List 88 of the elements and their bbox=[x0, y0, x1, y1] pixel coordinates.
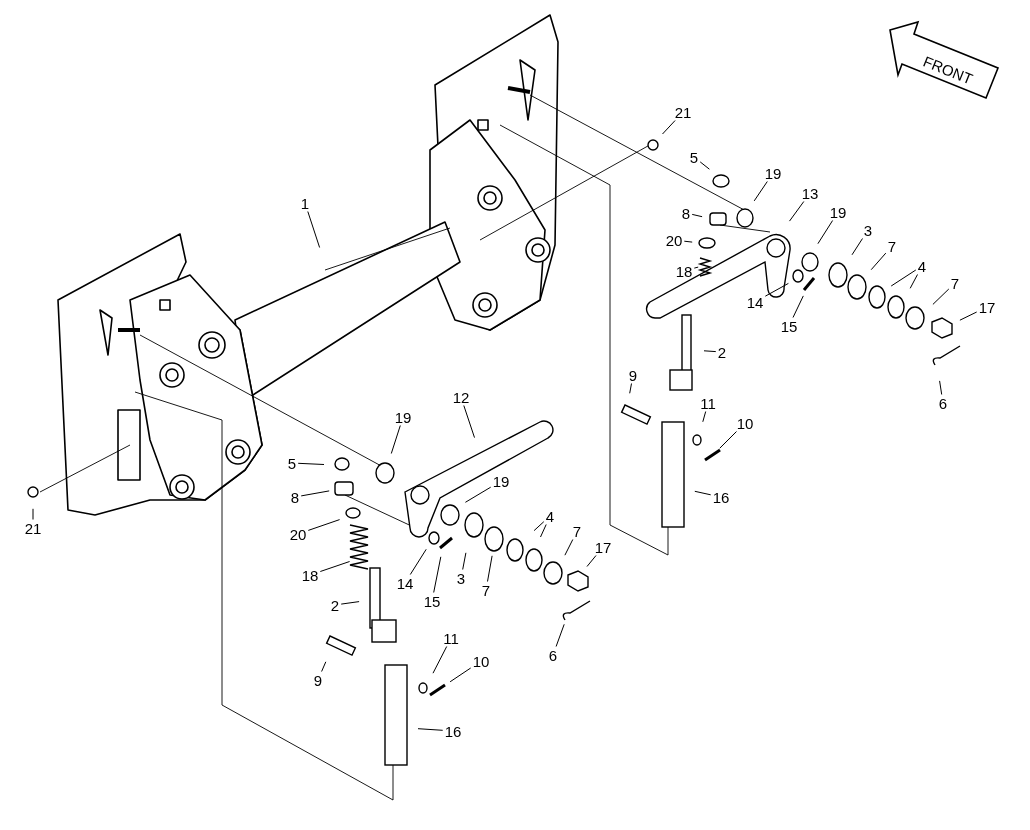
callout-number: 20 bbox=[289, 526, 307, 542]
leader-line bbox=[662, 120, 676, 135]
leader-line bbox=[870, 252, 887, 271]
leader-line bbox=[321, 661, 327, 672]
callout-number: 18 bbox=[675, 263, 693, 279]
leader-line bbox=[719, 431, 737, 449]
leader-line bbox=[307, 519, 341, 531]
leader-line bbox=[683, 240, 693, 243]
leader-line bbox=[463, 405, 475, 439]
leader-line bbox=[703, 350, 717, 353]
callout-number: 13 bbox=[801, 185, 819, 201]
leader-line bbox=[555, 623, 565, 647]
leader-line bbox=[297, 462, 325, 465]
callout-number: 4 bbox=[917, 258, 927, 274]
leader-line bbox=[909, 274, 918, 289]
leader-line bbox=[693, 266, 699, 269]
leader-line bbox=[890, 269, 917, 287]
callout-number: 9 bbox=[628, 367, 638, 383]
callout-number: 11 bbox=[700, 395, 716, 411]
leader-line bbox=[540, 524, 547, 538]
leader-line bbox=[417, 728, 444, 731]
callout-number: 21 bbox=[24, 520, 42, 536]
leader-line bbox=[462, 552, 467, 570]
callout-number: 16 bbox=[444, 723, 462, 739]
callout-number: 15 bbox=[423, 593, 441, 609]
callout-number: 3 bbox=[456, 570, 466, 586]
callout-number: 9 bbox=[313, 672, 323, 688]
callout-number: 11 bbox=[443, 630, 459, 646]
callout-number: 21 bbox=[674, 104, 692, 120]
callout-number: 5 bbox=[287, 455, 297, 471]
leader-line bbox=[487, 555, 493, 582]
callout-number: 7 bbox=[887, 238, 897, 254]
leader-line bbox=[464, 486, 492, 503]
leader-line bbox=[307, 211, 321, 248]
callout-number: 5 bbox=[689, 149, 699, 165]
leader-line bbox=[449, 667, 472, 683]
callout-number: 6 bbox=[938, 395, 948, 411]
leader-line bbox=[694, 490, 712, 496]
leader-line bbox=[764, 282, 789, 297]
leader-line bbox=[851, 238, 863, 256]
leader-line bbox=[533, 521, 545, 532]
leader-line bbox=[932, 288, 950, 305]
leader-line bbox=[390, 425, 401, 454]
callout-number: 2 bbox=[717, 344, 727, 360]
leader-line bbox=[753, 181, 768, 202]
leader-line bbox=[564, 539, 574, 556]
callout-number: 19 bbox=[764, 165, 782, 181]
callout-number: 7 bbox=[481, 582, 491, 598]
leader-line bbox=[340, 601, 360, 605]
callout-number: 2 bbox=[330, 597, 340, 613]
leader-line bbox=[699, 161, 710, 170]
leader-line bbox=[792, 295, 804, 318]
leader-line bbox=[300, 490, 330, 497]
leader-line bbox=[789, 201, 805, 222]
callout-number: 19 bbox=[829, 204, 847, 220]
callout-number: 20 bbox=[665, 232, 683, 248]
leader-line bbox=[691, 213, 703, 218]
callout-number: 12 bbox=[452, 389, 470, 405]
leader-line bbox=[817, 220, 834, 245]
callout-number: 17 bbox=[594, 539, 612, 555]
leader-line bbox=[702, 411, 707, 423]
leader-line bbox=[939, 380, 943, 395]
leader-line bbox=[629, 383, 632, 394]
callout-number: 8 bbox=[681, 205, 691, 221]
leader-line bbox=[319, 561, 351, 572]
leader-line bbox=[586, 555, 597, 567]
callout-number: 19 bbox=[492, 473, 510, 489]
callout-number: 6 bbox=[548, 647, 558, 663]
leader-line bbox=[32, 508, 34, 520]
leader-line bbox=[433, 556, 442, 593]
callout-number: 1 bbox=[300, 195, 310, 211]
leader-line bbox=[432, 646, 448, 674]
callout-number: 7 bbox=[950, 275, 960, 291]
callout-number: 16 bbox=[712, 489, 730, 505]
callout-number: 8 bbox=[290, 489, 300, 505]
callout-number: 7 bbox=[572, 523, 582, 539]
callout-number: 18 bbox=[301, 567, 319, 583]
callout-number: 3 bbox=[863, 222, 873, 238]
callout-number: 4 bbox=[545, 508, 555, 524]
leader-line bbox=[959, 311, 978, 321]
callout-number: 14 bbox=[746, 294, 764, 310]
callout-number: 14 bbox=[396, 575, 414, 591]
callout-number: 10 bbox=[736, 415, 754, 431]
callout-number: 10 bbox=[472, 653, 490, 669]
callout-number: 19 bbox=[394, 409, 412, 425]
leader-line bbox=[409, 548, 427, 575]
callout-number: 15 bbox=[780, 318, 798, 334]
callout-number: 17 bbox=[978, 299, 996, 315]
